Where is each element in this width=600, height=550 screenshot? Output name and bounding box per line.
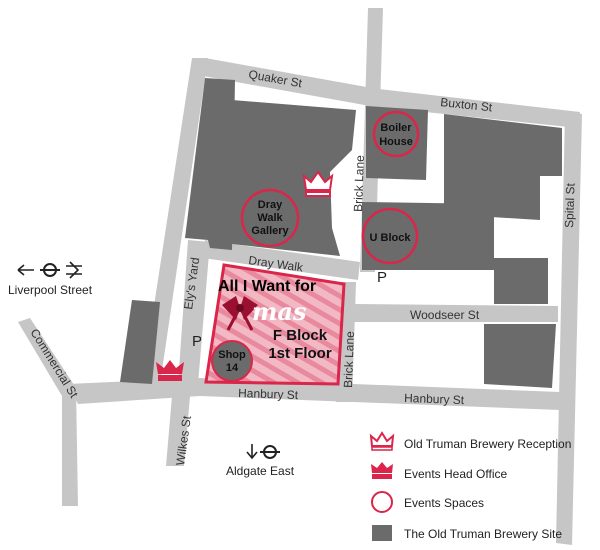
crown-icon bbox=[302, 170, 334, 197]
elys-yard-road bbox=[178, 240, 210, 384]
f-block-label-2: 1st Floor bbox=[268, 345, 332, 362]
liverpool-street-station[interactable]: Liverpool Street bbox=[8, 261, 93, 297]
dray-walk-gallery-label-3: Gallery bbox=[251, 225, 289, 237]
events-space-circle bbox=[211, 340, 253, 382]
shop-14-label-1: Shop bbox=[218, 349, 246, 361]
woodseer-street-label: Woodseer St bbox=[410, 308, 480, 322]
building-east-mid bbox=[494, 258, 548, 304]
promo-text: All I Want for bbox=[218, 278, 316, 295]
underground-roundel-icon bbox=[260, 445, 280, 459]
brick-lane-south-label: Brick Lane bbox=[341, 331, 357, 388]
events-space-circle-icon bbox=[371, 491, 393, 513]
f-block-label-1: F Block bbox=[273, 327, 328, 344]
crown-icon bbox=[369, 431, 395, 451]
woodseer-street-road bbox=[352, 304, 558, 322]
national-rail-icon bbox=[66, 261, 82, 279]
hanbury-street-west-label: Hanbury St bbox=[238, 386, 299, 402]
dray-walk-gallery-label-1: Dray bbox=[258, 199, 283, 211]
aldgate-east-label: Aldgate East bbox=[226, 464, 295, 478]
legend-label-events-spaces: Events Spaces bbox=[404, 496, 484, 510]
aldgate-east-station[interactable]: Aldgate East bbox=[226, 444, 295, 478]
wilkes-street-road bbox=[166, 396, 190, 466]
liverpool-street-label: Liverpool Street bbox=[8, 283, 93, 297]
map-legend: Old Truman Brewery Reception Events Head… bbox=[369, 431, 571, 541]
commercial-street-label: Commercial St bbox=[27, 326, 81, 401]
events-space-circle bbox=[361, 207, 419, 265]
down-arrow-icon bbox=[246, 444, 258, 460]
buxton-street-label: Buxton St bbox=[440, 95, 494, 114]
legend-label-reception: Old Truman Brewery Reception bbox=[404, 437, 571, 451]
left-arrow-icon bbox=[17, 264, 34, 276]
parking-label-brick-lane: P bbox=[377, 269, 387, 286]
wilkes-street-label: Wilkes St bbox=[173, 414, 194, 466]
events-space-u-block[interactable]: U Block bbox=[361, 207, 419, 265]
events-space-dray-walk-gallery[interactable]: Dray Walk Gallery bbox=[240, 188, 300, 248]
u-block-label: U Block bbox=[370, 232, 412, 244]
dray-walk-gallery-label-2: Walk bbox=[257, 212, 283, 224]
buxton-street-road bbox=[368, 88, 580, 128]
brick-lane-north-label: Brick Lane bbox=[351, 155, 367, 212]
underground-roundel-icon bbox=[40, 263, 60, 277]
promo-script-word: mas bbox=[252, 297, 307, 326]
hanbury-street-east-label: Hanbury St bbox=[404, 391, 465, 407]
legend-label-head-office: Events Head Office bbox=[404, 467, 507, 481]
building-south-west bbox=[120, 300, 160, 384]
parking-label-elys-yard: P bbox=[192, 333, 202, 350]
legend-row-head-office: Events Head Office bbox=[371, 462, 507, 481]
building-east-north bbox=[444, 114, 562, 220]
hanbury-street-road bbox=[68, 378, 560, 410]
events-space-boiler-house[interactable]: Boiler House bbox=[372, 110, 420, 158]
legend-label-site: The Old Truman Brewery Site bbox=[404, 527, 562, 541]
crown-icon bbox=[371, 462, 393, 479]
spital-street-label: Spital St bbox=[562, 182, 578, 228]
boiler-house-label-1: Boiler bbox=[380, 122, 412, 134]
boiler-house-label-2: House bbox=[379, 136, 413, 148]
legend-row-reception: Old Truman Brewery Reception bbox=[369, 431, 571, 451]
events-space-circle bbox=[372, 110, 420, 158]
gift-bow-icon bbox=[222, 296, 258, 331]
events-space-circle bbox=[240, 188, 300, 248]
building-west-block bbox=[185, 78, 235, 250]
dray-walk-road bbox=[203, 240, 360, 280]
shop-14-label-2: 14 bbox=[226, 362, 239, 374]
spital-street-road bbox=[556, 112, 582, 545]
legend-row-events-spaces: Events Spaces bbox=[371, 491, 484, 513]
building-east-south bbox=[484, 324, 556, 388]
events-space-shop-14[interactable]: Shop 14 bbox=[211, 340, 253, 382]
quaker-street-road bbox=[203, 58, 372, 106]
site-swatch bbox=[372, 525, 392, 541]
crown-icon bbox=[156, 360, 184, 381]
legend-row-site: The Old Truman Brewery Site bbox=[372, 525, 562, 541]
commercial-street-road bbox=[18, 318, 78, 506]
